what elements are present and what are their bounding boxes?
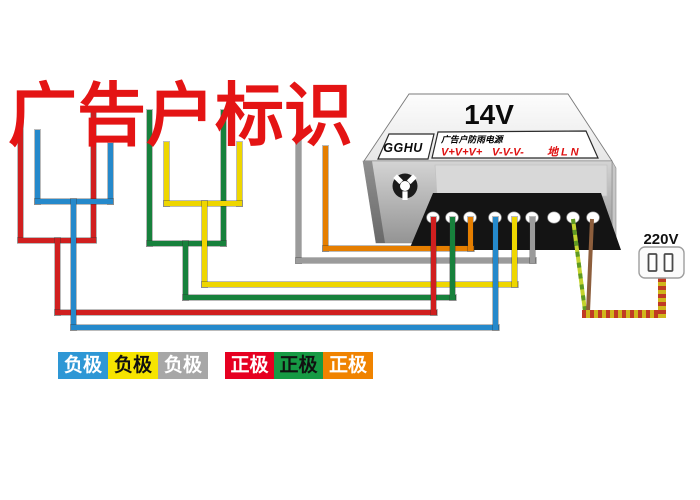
wire-green-segment (183, 241, 188, 300)
terminal-label-ac: 地 L N (547, 146, 580, 159)
outlet-slot-right (663, 253, 674, 272)
wire-orange-terminal-drop (468, 217, 473, 251)
terminal-label-vminus: V-V-V- (492, 147, 524, 159)
terminal-label-vplus: V+V+V+ (441, 147, 483, 159)
psu-product-label: 广告户防雨电源 (440, 135, 505, 145)
wire-blue-segment (108, 143, 113, 204)
wire-orange-segment (323, 146, 328, 251)
wire-red-segment (18, 100, 23, 242)
wire-yellow-green-stripes (571, 218, 587, 312)
wire-green-segment (147, 110, 152, 246)
ac-cord-stripes (582, 276, 666, 318)
outlet (638, 246, 685, 279)
wire-red-terminal-drop (431, 217, 436, 315)
wire-blue-segment (71, 325, 499, 330)
legend-negative-gray: 负极 (158, 352, 208, 379)
legend-negative-blue: 负极 (58, 352, 108, 379)
legend-positive-red: 正极 (225, 352, 274, 379)
legend-negative-yellow: 负极 (108, 352, 158, 379)
wire-red-segment (55, 238, 60, 315)
wire-gray-terminal-drop (530, 217, 535, 263)
ac-cord (582, 276, 666, 318)
psu-recessed-panel (434, 164, 608, 197)
wire-red-segment (55, 310, 437, 315)
terminal-screw-holes (426, 211, 600, 224)
wire-orange-segment (323, 246, 474, 251)
page-title: 广告户标识 (8, 77, 353, 154)
fan-icon (392, 173, 418, 200)
wire-brown (586, 218, 594, 313)
wire-green-terminal-drop (450, 217, 455, 300)
wire-yellow-segment (202, 201, 207, 287)
brand-plate (377, 133, 435, 160)
wire-green-segment (221, 110, 226, 246)
psu-brand-label: GGHU (383, 141, 423, 155)
legend-positive-green: 正极 (274, 352, 323, 379)
wire-yellow-segment (164, 142, 169, 206)
outlet-slot-left (647, 253, 658, 272)
wire-gray-segment (296, 140, 301, 263)
wire-green-segment (183, 295, 456, 300)
wire-yellow-terminal-drop (512, 217, 517, 287)
wire-blue-segment (35, 130, 40, 204)
psu-voltage-label: 14V (464, 99, 514, 130)
legend-positive-orange: 正极 (323, 352, 373, 379)
wire-yellow-segment (202, 282, 518, 287)
wire-blue-terminal-drop (493, 217, 498, 330)
psu-left-chamfer (363, 161, 385, 243)
outlet-voltage-label: 220V (643, 231, 678, 248)
terminal-label-plate (431, 130, 599, 159)
wire-red-segment (91, 108, 96, 242)
wire-blue-segment (71, 199, 76, 330)
wire-gray-segment (296, 258, 536, 263)
wire-yellow-segment (237, 142, 242, 206)
